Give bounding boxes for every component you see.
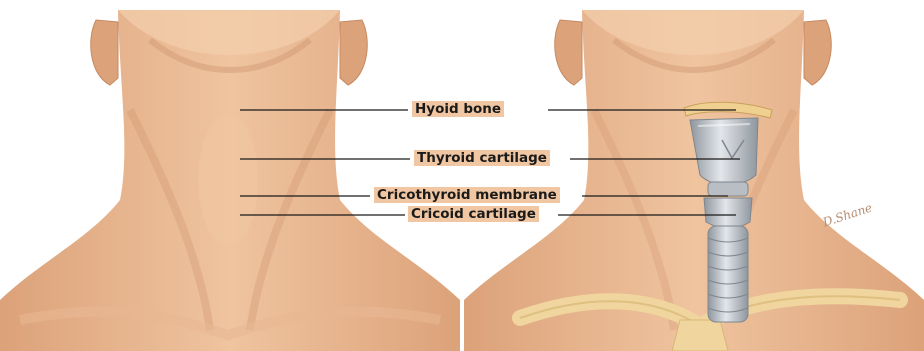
right-neck-internal-view xyxy=(464,10,924,351)
cricoid-cartilage-label: Cricoid cartilage xyxy=(408,206,539,222)
trachea-shape xyxy=(708,226,748,322)
hyoid-bone-label: Hyoid bone xyxy=(412,101,504,117)
cricoid-cartilage-shape xyxy=(704,198,752,228)
thyroid-cartilage-label: Thyroid cartilage xyxy=(414,150,550,166)
cricothyroid-membrane-shape xyxy=(708,182,748,196)
left-neck-external-view xyxy=(0,10,460,351)
cricothyroid-membrane-label: Cricothyroid membrane xyxy=(374,187,560,203)
thyroid-cartilage-shape xyxy=(690,118,758,185)
